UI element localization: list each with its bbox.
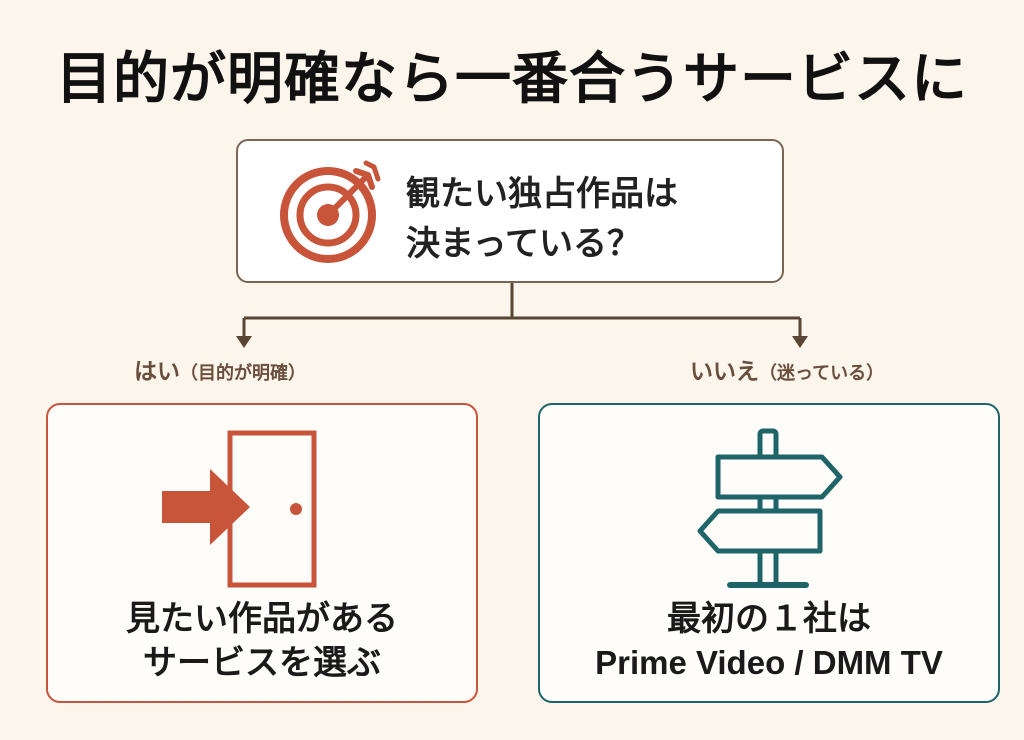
option-yes-line-2: サービスを選ぶ [143,643,381,683]
door-enter-icon [162,430,317,588]
branch-yes-main: はい [134,359,180,385]
page-title: 目的が明確なら一番合うサービスに [56,47,968,112]
branch-label-yes: はい（目的が明確） [134,352,306,386]
question-line-2: 決まっている？ [406,224,641,264]
branch-yes-sub: （目的が明確） [180,363,306,384]
target-arrow-icon [280,160,381,263]
branch-no-main: いいえ [690,359,759,385]
question-box: 観たい独占作品は 決まっている？ [236,139,784,283]
option-no-line-2: Prime Video / DMM TV [595,644,943,681]
option-yes-line-1: 見たい作品がある [126,599,398,639]
branch-no-sub: （迷っている） [759,363,885,384]
option-box-no: 最初の１社は Prime Video / DMM TV [538,403,1000,703]
question-text: 観たい独占作品は 決まっている？ [406,169,766,269]
branch-label-no: いいえ（迷っている） [690,352,884,386]
signpost-icon [697,428,843,588]
option-box-yes: 見たい作品がある サービスを選ぶ [46,403,478,703]
option-no-line-1: 最初の１社は [667,599,871,639]
option-text-yes: 見たい作品がある サービスを選ぶ [48,597,476,685]
question-line-1: 観たい独占作品は [406,174,678,214]
option-text-no: 最初の１社は Prime Video / DMM TV [540,597,998,685]
